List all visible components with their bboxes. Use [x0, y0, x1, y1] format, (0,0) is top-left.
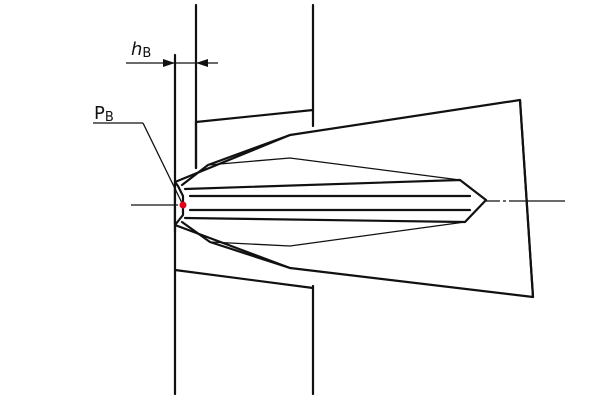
dim-label: hB	[131, 39, 151, 61]
recess-lower	[173, 268, 315, 290]
centre-line	[131, 200, 565, 206]
recess-outline	[173, 108, 315, 290]
bit-tip	[173, 180, 185, 234]
screwdriver-bit	[173, 98, 535, 299]
dim-arrow-left	[163, 59, 175, 67]
dimension-hb: hB	[126, 39, 218, 68]
dim-arrow-right	[196, 59, 208, 67]
recess-upper	[194, 108, 315, 124]
point-pb: PB	[93, 103, 187, 209]
point-label-main: P	[94, 103, 105, 124]
leader-diagonal	[142, 122, 183, 204]
dim-label-sub: B	[142, 46, 151, 61]
point-marker	[179, 201, 187, 209]
bit-shank	[173, 98, 535, 299]
point-label-sub: B	[105, 110, 114, 125]
dim-label-main: h	[131, 39, 142, 60]
point-label: PB	[94, 103, 114, 125]
flute-lower-rib	[209, 221, 466, 247]
flute-upper-rib	[207, 157, 461, 181]
shank-end-edge	[518, 98, 535, 299]
